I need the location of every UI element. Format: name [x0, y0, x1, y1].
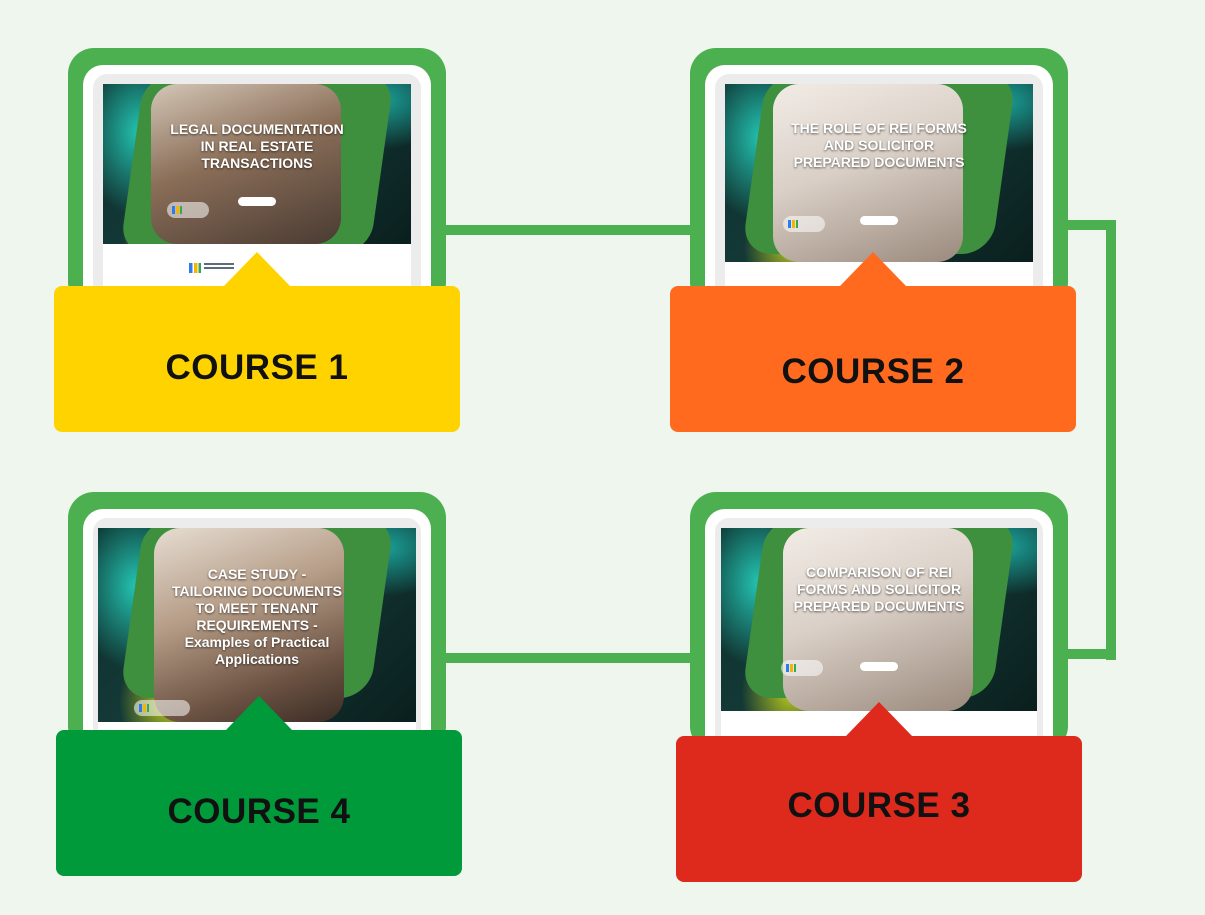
course-2-start-button[interactable]: [860, 216, 898, 225]
course-2-thumb-title: THE ROLE OF REI FORMS AND SOLICITOR PREP…: [791, 120, 967, 170]
course-4-thumbnail[interactable]: CASE STUDY - TAILORING DOCUMENTS TO MEET…: [98, 528, 416, 752]
course-3-thumbnail[interactable]: COMPARISON OF REI FORMS AND SOLICITOR PR…: [721, 528, 1037, 752]
course-3-label: COURSE 3: [787, 786, 971, 825]
course-2-artwork: THE ROLE OF REI FORMS AND SOLICITOR PREP…: [725, 84, 1033, 262]
course-3-arrow: [846, 702, 912, 736]
course-2-bezel: THE ROLE OF REI FORMS AND SOLICITOR PREP…: [715, 74, 1043, 308]
course-2-photo: [773, 84, 963, 262]
course-3-bezel: COMPARISON OF REI FORMS AND SOLICITOR PR…: [715, 518, 1043, 752]
course-3-logo-badge: [781, 660, 823, 676]
connector-vertical: [1106, 220, 1116, 660]
course-1-label-box[interactable]: COURSE 1: [54, 252, 460, 432]
course-2-label: COURSE 2: [781, 352, 965, 391]
course-2-screen: THE ROLE OF REI FORMS AND SOLICITOR PREP…: [705, 65, 1053, 308]
course-3-thumb-title: COMPARISON OF REI FORMS AND SOLICITOR PR…: [793, 564, 965, 614]
course-3-artwork: COMPARISON OF REI FORMS AND SOLICITOR PR…: [721, 528, 1037, 711]
course-4-label-box[interactable]: COURSE 4: [56, 696, 462, 876]
course-1-start-button[interactable]: [238, 197, 276, 206]
course-4-logo-badge: [134, 700, 190, 716]
course-4-label: COURSE 4: [167, 792, 351, 831]
course-4-artwork: CASE STUDY - TAILORING DOCUMENTS TO MEET…: [98, 528, 416, 722]
course-1-label: COURSE 1: [165, 348, 349, 387]
course-2-frame: THE ROLE OF REI FORMS AND SOLICITOR PREP…: [690, 48, 1068, 308]
connector-course3-right: [1060, 649, 1116, 659]
course-2-label-box[interactable]: COURSE 2: [670, 252, 1076, 432]
course-4-screen: CASE STUDY - TAILORING DOCUMENTS TO MEET…: [83, 509, 431, 752]
connector-course1-course2: [440, 225, 700, 235]
course-1-arrow: [224, 252, 290, 286]
course-1-footer-logo: [189, 260, 235, 274]
course-3-photo: [783, 528, 973, 711]
course-2-logo-badge: [783, 216, 825, 232]
course-3-screen: COMPARISON OF REI FORMS AND SOLICITOR PR…: [705, 509, 1053, 752]
course-4-arrow: [226, 696, 292, 730]
course-1-thumb-title: LEGAL DOCUMENTATION IN REAL ESTATE TRANS…: [170, 121, 344, 171]
course-3-label-box[interactable]: COURSE 3: [676, 702, 1082, 882]
course-4-thumb-title: CASE STUDY - TAILORING DOCUMENTS TO MEET…: [171, 566, 343, 667]
course-4-photo: [154, 528, 344, 722]
connector-course2-right: [1060, 220, 1115, 230]
course-4-frame: CASE STUDY - TAILORING DOCUMENTS TO MEET…: [68, 492, 446, 752]
course-3-start-button[interactable]: [860, 662, 898, 671]
course-1-artwork: LEGAL DOCUMENTATION IN REAL ESTATE TRANS…: [103, 84, 411, 244]
course-1-logo-badge: [167, 202, 209, 218]
course-2-arrow: [840, 252, 906, 286]
connector-course3-course4: [440, 653, 700, 663]
